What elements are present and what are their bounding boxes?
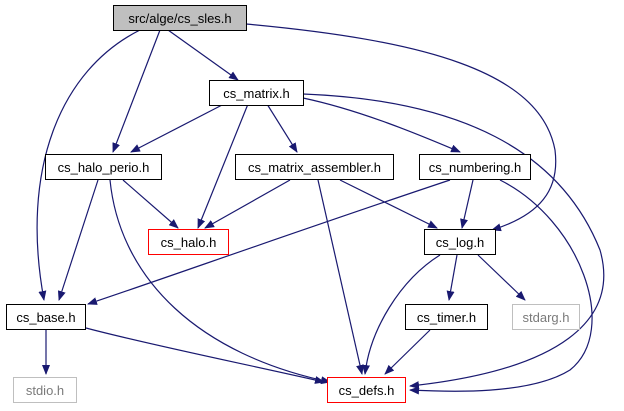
edge-numbering-log xyxy=(460,179,474,229)
edge-sles-base xyxy=(36,29,141,301)
edge-log-defs xyxy=(362,254,441,375)
node-defs-h[interactable]: cs_defs.h xyxy=(327,377,406,403)
edge-assembler-defs xyxy=(317,179,364,375)
node-base-h[interactable]: cs_base.h xyxy=(6,304,86,330)
edge-matrix-numbering xyxy=(302,97,461,153)
edge-timer-defs xyxy=(384,329,431,375)
edge-log-stdarg xyxy=(477,254,526,301)
edge-matrix-halo-perio xyxy=(130,103,225,153)
edge-matrix-assembler xyxy=(266,103,298,153)
node-log-h[interactable]: cs_log.h xyxy=(424,229,496,255)
edge-numbering-defs xyxy=(409,179,593,395)
edge-numbering-base xyxy=(87,179,451,305)
edge-assembler-halo xyxy=(204,179,291,229)
node-matrix-assembler-h[interactable]: cs_matrix_assembler.h xyxy=(235,154,394,180)
edge-halo-perio-defs xyxy=(109,179,331,385)
node-halo-h[interactable]: cs_halo.h xyxy=(148,229,229,255)
edge-base-defs xyxy=(85,327,325,384)
edge-halo-perio-base xyxy=(57,179,99,301)
edge-sles-matrix xyxy=(167,29,239,81)
edge-matrix-halo xyxy=(197,103,249,229)
node-stdio-h[interactable]: stdio.h xyxy=(13,377,77,403)
node-timer-h[interactable]: cs_timer.h xyxy=(405,304,488,330)
edge-log-timer xyxy=(446,254,458,301)
node-stdarg-h[interactable]: stdarg.h xyxy=(512,304,580,330)
edge-matrix-defs xyxy=(302,93,605,390)
edge-sles-halo-perio xyxy=(112,29,161,153)
node-matrix-h[interactable]: cs_matrix.h xyxy=(209,80,304,106)
node-halo-perio-h[interactable]: cs_halo_perio.h xyxy=(45,154,162,180)
node-sles-h[interactable]: src/alge/cs_sles.h xyxy=(113,5,247,31)
edge-sles-log xyxy=(245,23,557,232)
edge-halo-perio-halo xyxy=(122,179,179,229)
edge-assembler-log xyxy=(339,179,438,229)
node-numbering-h[interactable]: cs_numbering.h xyxy=(419,154,531,180)
